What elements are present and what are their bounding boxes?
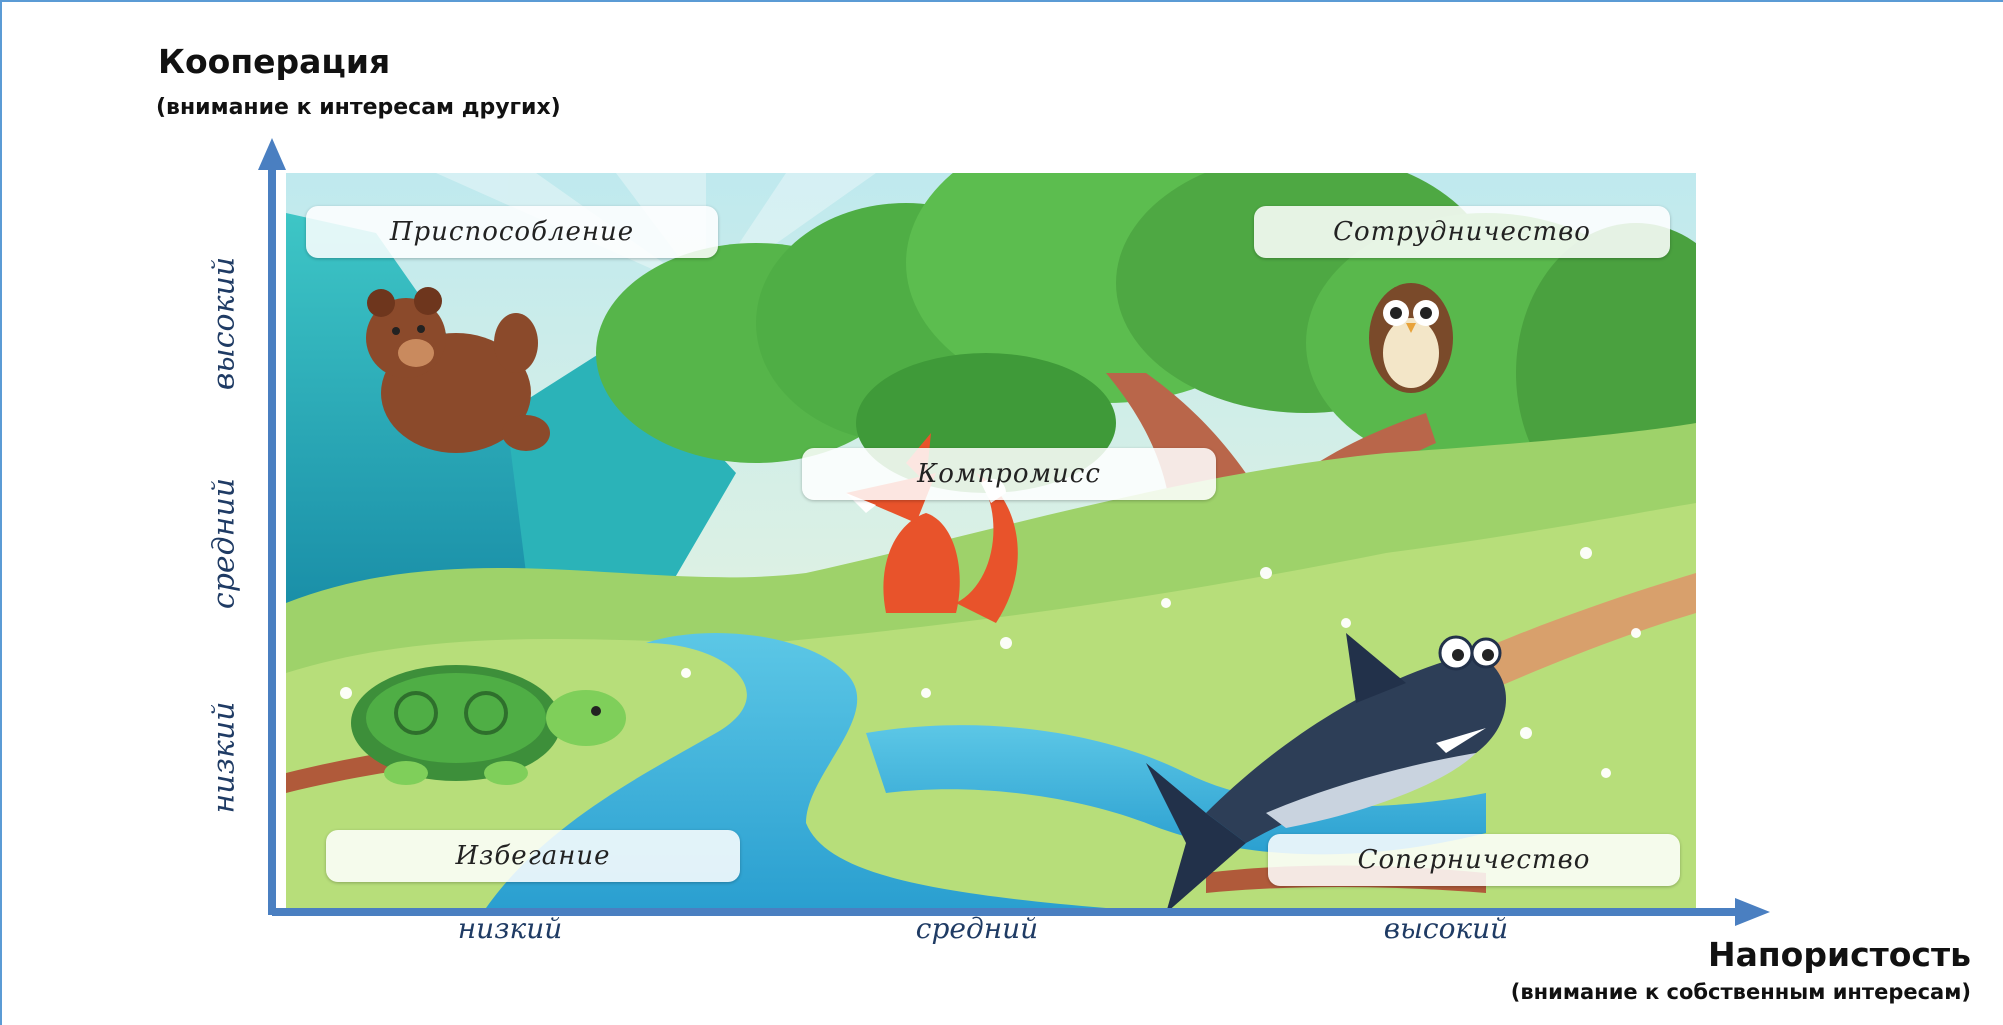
zone-accommodation: Приспособление bbox=[306, 206, 718, 258]
x-tick-medium: средний bbox=[867, 912, 1087, 945]
y-tick-low: низкий bbox=[207, 678, 242, 838]
zone-compromise: Компромисс bbox=[802, 448, 1216, 500]
zone-collaboration: Сотрудничество bbox=[1254, 206, 1670, 258]
zone-competition: Соперничество bbox=[1268, 834, 1680, 886]
x-tick-low: низкий bbox=[400, 912, 620, 945]
y-tick-high: высокий bbox=[207, 244, 242, 404]
zone-avoidance: Избегание bbox=[326, 830, 740, 882]
y-axis-arrow bbox=[258, 138, 286, 170]
x-axis-title: Напористость bbox=[1708, 935, 1971, 974]
x-axis-subtitle: (внимание к собственным интересам) bbox=[1511, 980, 1971, 1004]
y-tick-medium: средний bbox=[207, 464, 242, 624]
x-axis-arrow bbox=[1735, 898, 1770, 926]
x-tick-high: высокий bbox=[1336, 912, 1556, 945]
